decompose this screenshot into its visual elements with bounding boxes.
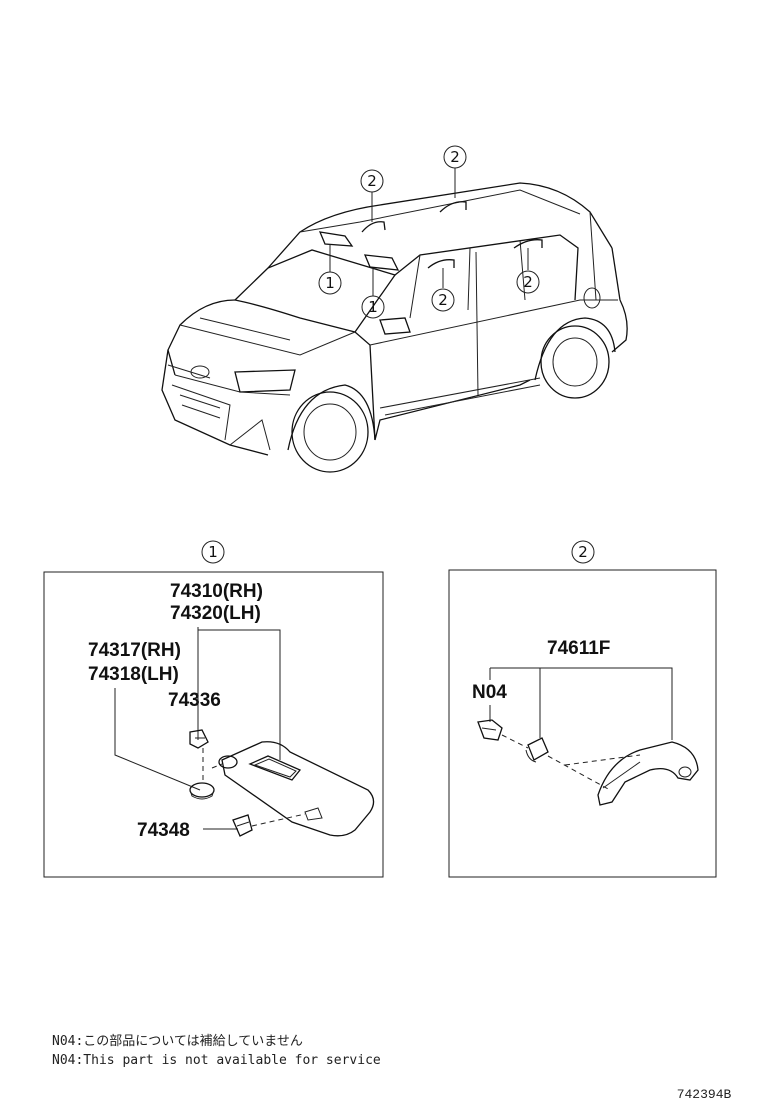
svg-text:2: 2	[578, 543, 588, 561]
callout-1-box-header: 1	[201, 540, 225, 564]
part-label-74320: 74320(LH)	[170, 603, 261, 624]
callout-2-top-left: 2	[360, 169, 384, 193]
part-label-n04: N04	[472, 682, 507, 703]
grip-cover-part	[525, 737, 549, 763]
svg-text:2: 2	[367, 172, 377, 190]
sun-visor-dashes	[202, 748, 306, 827]
note-english: N04:This part is not available for servi…	[52, 1053, 381, 1068]
visor-bracket-part	[189, 782, 215, 800]
svg-text:2: 2	[438, 291, 448, 309]
assist-grip-dashes	[501, 734, 641, 791]
vehicle-illustration	[161, 182, 628, 473]
part-label-74348: 74348	[137, 820, 190, 841]
svg-text:1: 1	[325, 274, 335, 292]
svg-text:2: 2	[450, 148, 460, 166]
visor-holder-clip	[189, 729, 209, 749]
part-label-74310: 74310(RH)	[170, 581, 263, 602]
callout-2-top-right: 2	[443, 145, 467, 169]
part-label-74318: 74318(LH)	[88, 664, 179, 685]
svg-text:1: 1	[208, 543, 218, 561]
part-label-74611f: 74611F	[547, 638, 610, 659]
assist-grip-part	[597, 741, 699, 806]
callout-1-right: 1	[361, 295, 385, 319]
part-label-74317: 74317(RH)	[88, 640, 181, 661]
sun-visor-part	[218, 741, 375, 837]
callout-2-box-header: 2	[571, 540, 595, 564]
visor-clip-74348	[232, 814, 253, 837]
diagram-code: 742394B	[677, 1087, 732, 1102]
vehicle-leaders	[329, 168, 529, 296]
sun-visor-detail-box	[43, 571, 384, 878]
callout-2-rear: 2	[516, 270, 540, 294]
sun-visor-leaders	[114, 627, 281, 830]
callout-2-mid: 2	[431, 288, 455, 312]
svg-text:2: 2	[523, 273, 533, 291]
svg-text:1: 1	[368, 298, 378, 316]
note-japanese: N04:この部品については補給していません	[52, 1034, 303, 1049]
callout-1-left: 1	[318, 271, 342, 295]
assist-grip-detail-box	[448, 569, 717, 878]
assist-grip-leaders	[489, 667, 673, 740]
grip-clip-n04	[477, 719, 503, 741]
part-label-74336: 74336	[168, 690, 221, 711]
